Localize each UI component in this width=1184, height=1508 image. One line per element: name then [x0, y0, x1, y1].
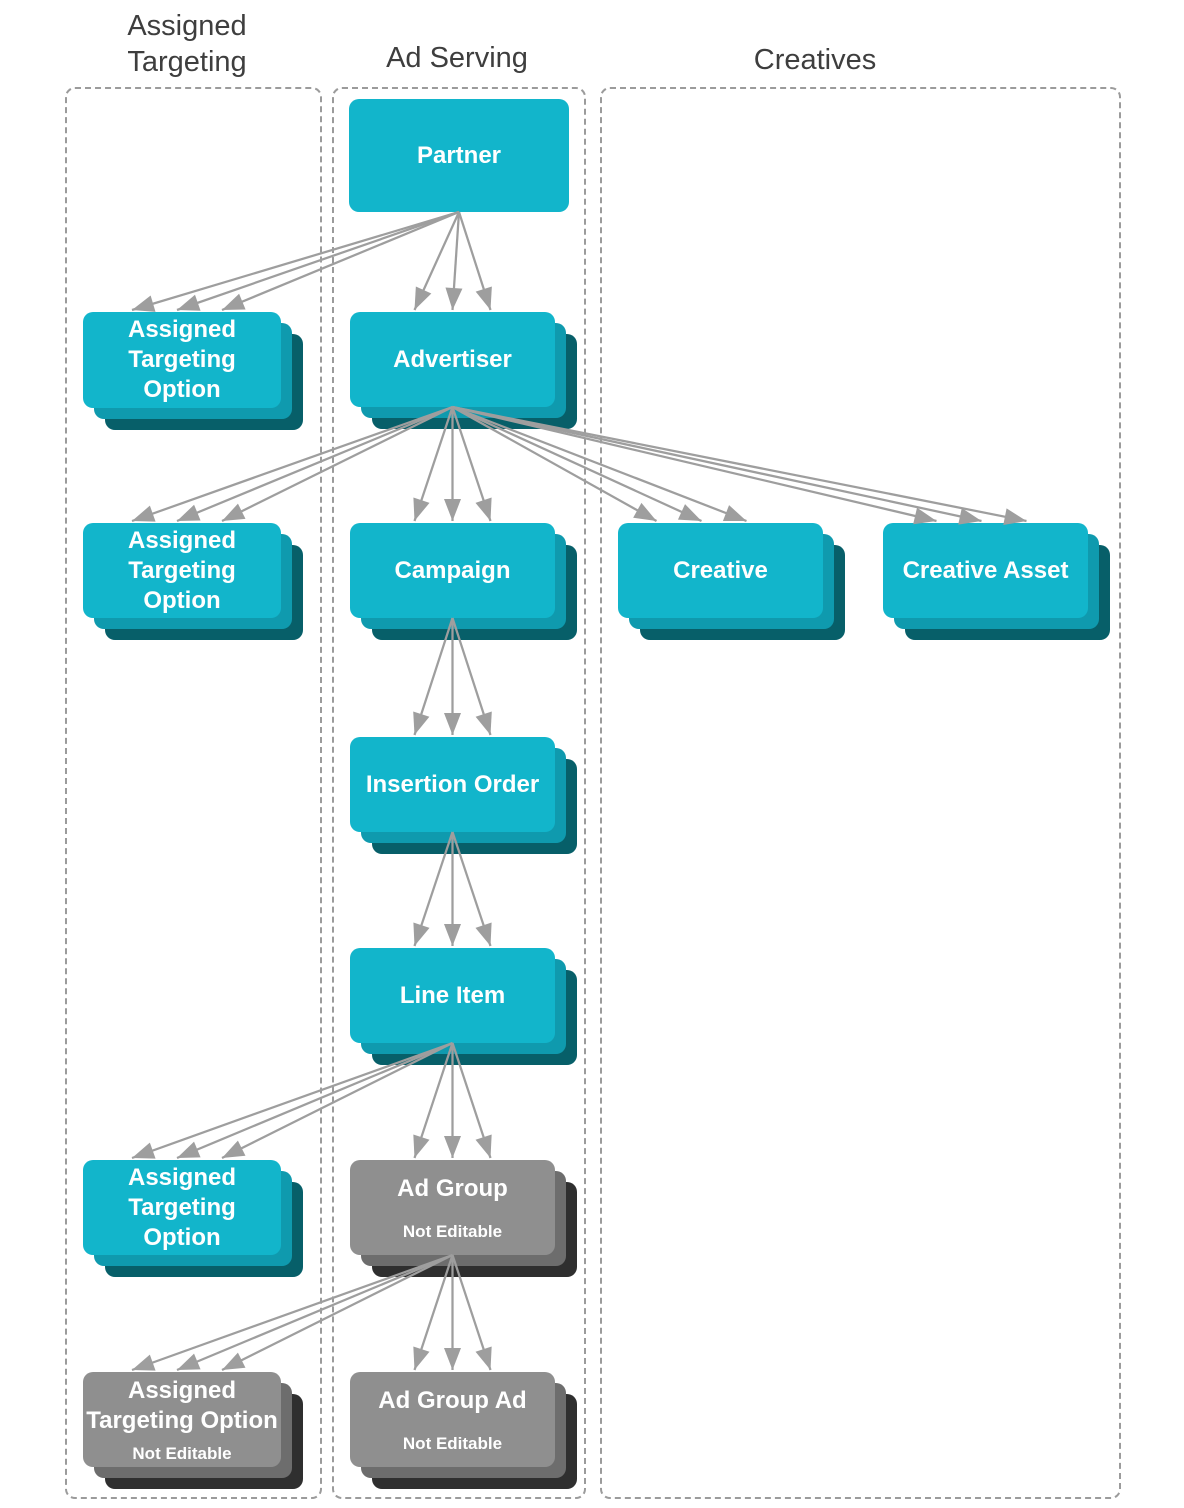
box-face: Ad Group Ad Not Editable — [350, 1372, 555, 1467]
node-ad-group-ad: Ad Group Ad Not Editable — [350, 1372, 577, 1489]
box-label: Ad Group — [397, 1174, 508, 1202]
node-line-item: Line Item — [350, 948, 577, 1065]
column-header-ad-serving: Ad Serving — [386, 42, 528, 74]
box-label: Creative — [673, 556, 768, 584]
box-label: Assigned — [127, 1376, 237, 1404]
box-label: Campaign — [394, 556, 511, 584]
box-label: Line Item — [399, 981, 506, 1009]
column-header-creatives: Creatives — [753, 44, 877, 76]
node-creative-asset: Creative Asset — [883, 523, 1110, 640]
node-creative: Creative — [618, 523, 845, 640]
box-label: Assigned — [127, 1163, 237, 1191]
box-face: Advertiser — [350, 312, 555, 407]
box-label: Assigned — [127, 316, 237, 343]
box-face: Line Item — [350, 948, 555, 1043]
box-face: Partner — [349, 99, 569, 212]
box-label: Assigned — [127, 526, 237, 554]
box-label: Option — [143, 1223, 221, 1251]
box-label: Targeting — [128, 1193, 236, 1221]
box-label: Creative Asset — [902, 556, 1069, 584]
node-insertion-order: Insertion Order — [350, 737, 577, 854]
box-face: Campaign — [350, 523, 555, 618]
box-label: Targeting — [128, 346, 236, 373]
column-creatives — [600, 87, 1121, 1499]
box-label: Advertiser — [393, 345, 512, 373]
box-sublabel-not-editable: Not Editable — [402, 1433, 503, 1453]
box-sublabel-not-editable: Not Editable — [132, 1443, 232, 1463]
box-label: Option — [143, 376, 221, 403]
box-face: Creative — [618, 523, 823, 618]
column-assigned-targeting — [65, 87, 322, 1499]
column-ad-serving — [332, 87, 586, 1499]
node-advertiser: Advertiser — [350, 312, 577, 429]
box-sublabel-not-editable: Not Editable — [402, 1221, 503, 1241]
box-label: Targeting Option — [86, 1406, 278, 1434]
box-label: Partner — [416, 141, 502, 169]
box-label: Option — [143, 586, 221, 614]
column-header-assigned-targeting: Assigned Targeting — [127, 10, 247, 78]
node-campaign: Campaign — [350, 523, 577, 640]
box-face: Insertion Order — [350, 737, 555, 832]
node-partner: Partner — [349, 99, 569, 212]
box-label: Insertion Order — [365, 770, 540, 798]
box-face: Creative Asset — [883, 523, 1088, 618]
box-label: Ad Group Ad — [378, 1386, 527, 1414]
box-label: Targeting — [128, 556, 236, 584]
